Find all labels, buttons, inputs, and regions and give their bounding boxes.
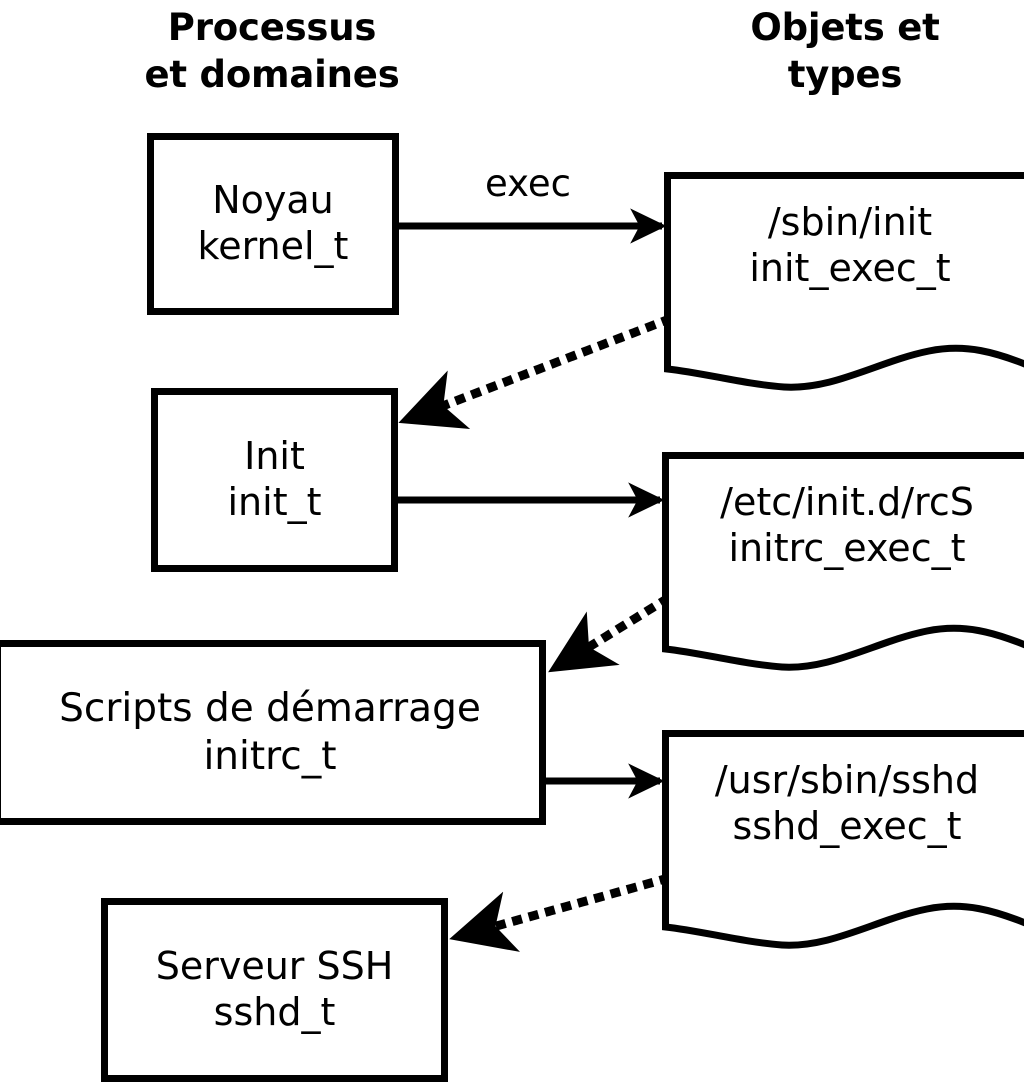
process-box-initrc[interactable]: Scripts de démarrage initrc_t (0, 640, 546, 825)
process-box-init[interactable]: Init init_t (151, 388, 398, 572)
document-outline-icon (662, 730, 1024, 949)
process-box-sshd[interactable]: Serveur SSH sshd_t (101, 898, 448, 1082)
edge-sshd-exec-to-sshd (449, 873, 671, 952)
document-outline-icon (664, 172, 1024, 391)
process-label-init: Init init_t (227, 434, 322, 524)
object-document-init-exec[interactable] (664, 172, 1024, 391)
process-box-kernel[interactable]: Noyau kernel_t (147, 133, 399, 315)
edge-initrc-exec-to-initrc (548, 593, 672, 675)
edge-init-exec-to-init (398, 314, 673, 429)
object-document-sshd-exec[interactable] (662, 730, 1024, 949)
process-label-sshd: Serveur SSH sshd_t (155, 944, 394, 1034)
process-label-initrc: Scripts de démarrage initrc_t (59, 686, 481, 779)
column-header-processes: Processus et domaines (144, 6, 400, 97)
object-document-initrc-exec[interactable] (662, 452, 1024, 671)
process-label-kernel: Noyau kernel_t (197, 178, 349, 268)
edge-label-exec: exec (485, 162, 571, 205)
column-header-objects: Objets et types (750, 6, 940, 97)
document-outline-icon (662, 452, 1024, 671)
